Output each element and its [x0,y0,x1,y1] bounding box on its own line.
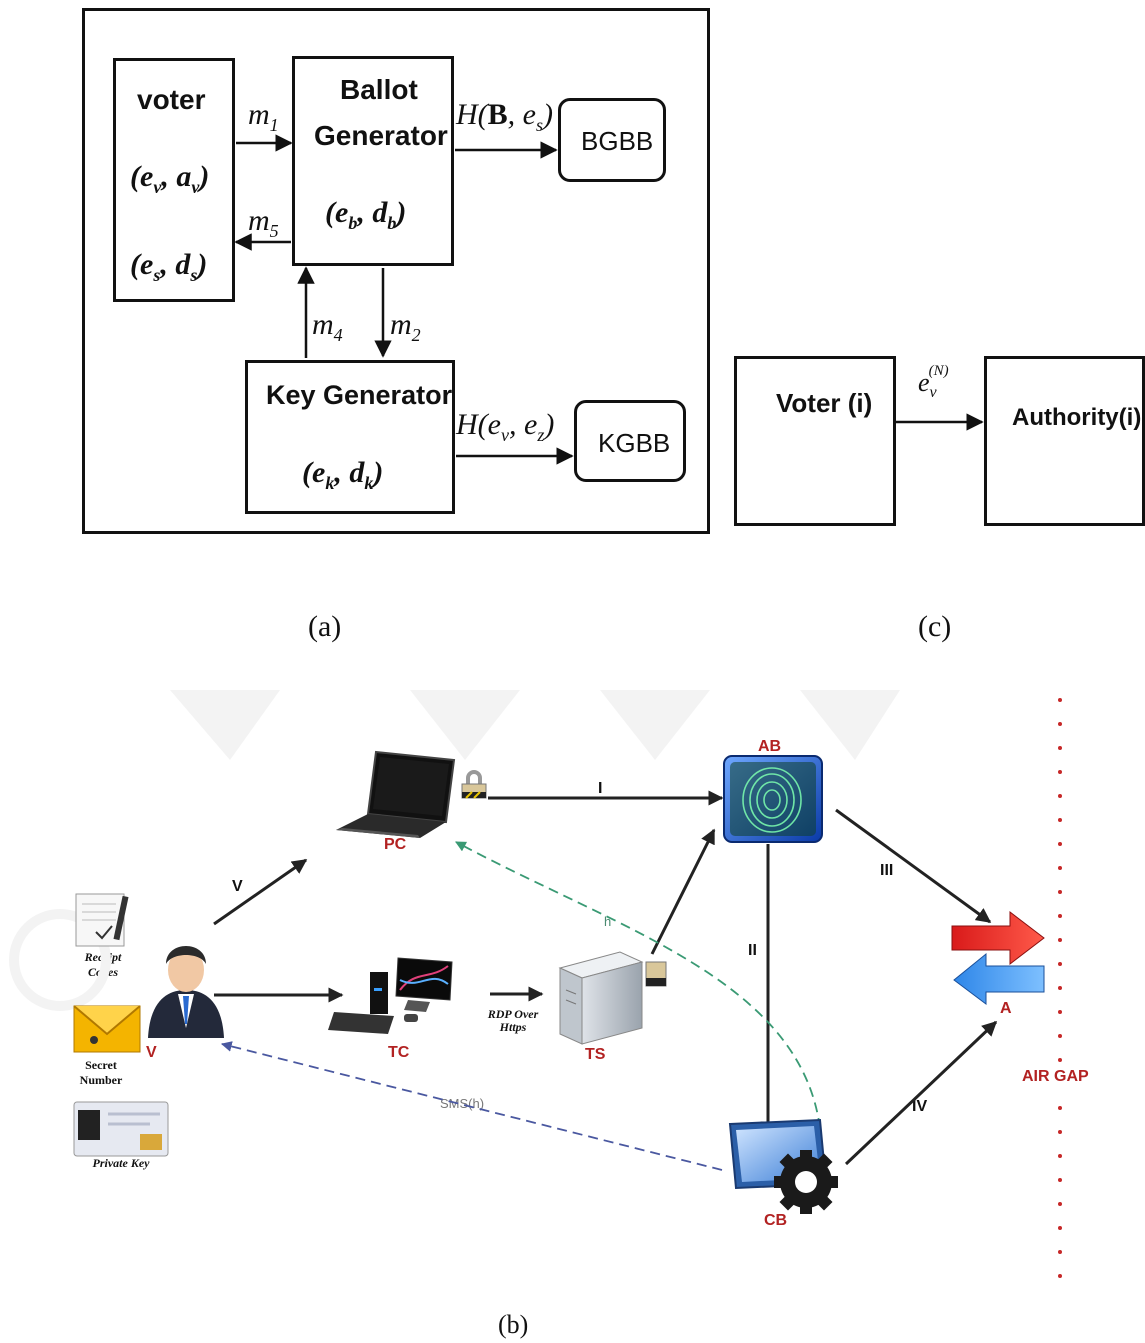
key-generator-title: Key Generator [266,380,453,410]
private-key-label: Private Key [92,1156,150,1170]
hash-bgbb: H(B, es) [456,98,554,135]
voter-i-label: Voter (i) [776,388,873,418]
blue-arrow-icon [953,952,1045,1005]
ballot-generator-key: (eb, db) [325,196,407,233]
label-ts: TS [585,1046,606,1063]
kgbb-box [574,400,686,482]
edge-label-iii: III [880,862,894,879]
label-tc: TC [388,1044,410,1061]
edge-label-ii: II [748,942,757,959]
ballot-generator-box [292,56,454,266]
gear-icon [728,1118,838,1214]
fingerprint-icon [723,755,823,843]
arrow-label-ev-n: ev(N) [918,363,949,402]
label-cb: CB [764,1212,788,1229]
ballot-generator-title-2: Generator [314,120,448,151]
voter-i-box [734,356,896,526]
label-ab: AB [758,738,782,755]
voter-title: voter [137,84,206,115]
msg-m1: m1 [248,98,279,135]
caption-a: (a) [308,610,342,643]
document-icon [75,893,129,947]
envelope-icon [73,1005,141,1053]
voter-key-es-ds: (es, ds) [130,248,208,285]
authority-i-box [984,356,1145,526]
edge-label-v: V [232,878,243,895]
bgbb-label: BGBB [581,126,654,156]
voter-key-ev-av: (ev, av) [130,160,210,197]
lock-icon [461,770,487,799]
msg-m4: m4 [312,308,343,345]
msg-m2: m2 [390,308,421,345]
laptop-icon [336,750,456,838]
air-gap-line [1058,698,1062,1278]
label-pc: PC [384,836,407,853]
user-icon [148,946,224,1038]
edge-label-i: I [598,780,603,797]
kgbb-label: KGBB [598,428,671,458]
msg-m5: m5 [248,204,279,241]
hash-kgbb: H(ev, ez) [456,408,555,445]
voter-box [113,58,235,302]
edge-label-iv: IV [912,1098,928,1115]
label-air-gap: AIR GAP [1022,1068,1089,1085]
caption-b: (b) [498,1310,529,1339]
h-dashed-arrow [455,841,821,1129]
red-arrow-icon [951,910,1045,966]
ballot-generator-title-1: Ballot [340,74,418,105]
label-a: A [1000,1000,1012,1017]
label-v: V [146,1044,157,1061]
bgbb-box [558,98,666,182]
h-label: h [604,914,612,929]
secret-number-label: Secret Number [79,1058,123,1087]
caption-c: (c) [918,610,952,643]
watermark [9,690,900,1011]
panel-b-arrows [213,790,998,1166]
authority-i-label: Authority(i) [1012,404,1142,431]
rdp-label: RDP Over Https [487,1007,539,1034]
key-generator-box [245,360,455,514]
sms-dashed-arrow [220,1041,723,1171]
server-icon [558,951,667,1045]
desktop-icon [328,957,453,1034]
id-card-icon [73,1101,169,1157]
panel-a-arrows [234,134,574,465]
key-generator-key: (ek, dk) [302,456,384,493]
